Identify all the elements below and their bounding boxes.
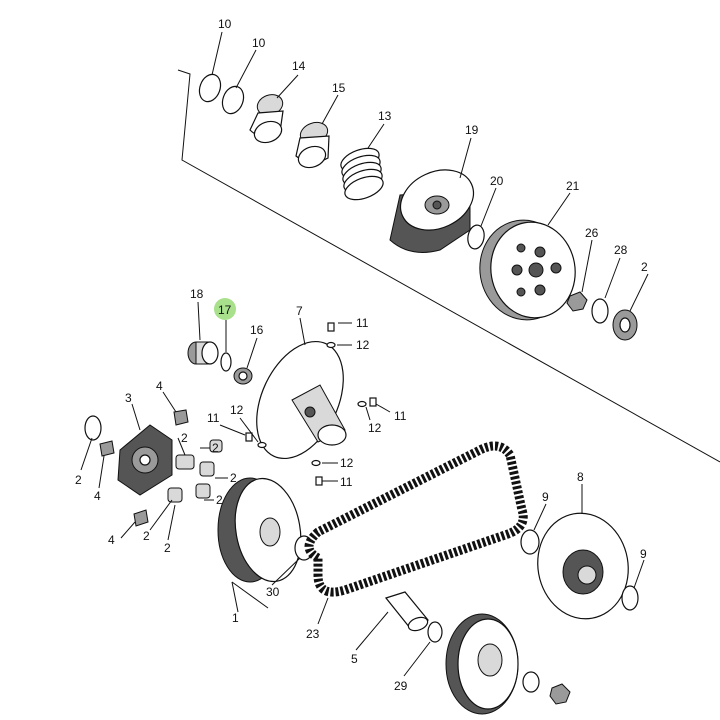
callout-10-lower: 10 <box>252 36 266 50</box>
part-10-o-ring-outer <box>198 73 222 103</box>
callout-10-upper: 10 <box>218 17 232 31</box>
part-16-oil-seal <box>233 367 253 385</box>
callout-21: 21 <box>566 179 580 193</box>
part-3-cam <box>117 424 173 496</box>
callout-4-bottom: 4 <box>108 533 115 547</box>
part-8-secondary-fixed-sheave <box>537 512 629 620</box>
bolt-lower-right <box>549 683 571 705</box>
part-29-fan-sheave <box>445 613 519 715</box>
callout-17: 17 <box>218 303 232 317</box>
part-28-washer <box>591 298 609 324</box>
callout-5: 5 <box>351 652 358 666</box>
callout-2-a: 2 <box>181 431 188 445</box>
part-2-roller-b <box>199 461 215 477</box>
part-9-washer-left <box>520 529 540 555</box>
callout-29: 29 <box>394 679 408 693</box>
assembly-boundary-line <box>177 69 720 463</box>
part-19-clutch-carrier <box>389 169 475 253</box>
part-4-slider-bottom <box>133 509 149 527</box>
callout-26: 26 <box>585 226 599 240</box>
leader-lines <box>80 31 649 677</box>
part-4-slider-top <box>173 409 189 426</box>
part-4-slider-mid <box>99 440 115 457</box>
callout-27-partial: 2 <box>641 260 648 274</box>
callout-16: 16 <box>250 323 264 337</box>
pin-and-seal-set <box>245 322 377 486</box>
part-7-secondary-sheave <box>256 340 347 460</box>
callout-12-right: 12 <box>368 421 382 435</box>
callout-9-left: 9 <box>542 490 549 504</box>
callout-15: 15 <box>332 81 346 95</box>
callout-1: 1 <box>232 611 239 625</box>
callout-18: 18 <box>190 287 204 301</box>
part-1-primary-sliding-sheave <box>217 477 302 583</box>
part-2-roller-c <box>195 483 211 499</box>
callout-12-bottom: 12 <box>340 456 354 470</box>
callout-2-c: 2 <box>230 471 237 485</box>
callout-12-left: 12 <box>230 403 244 417</box>
part-20-washer <box>467 224 485 250</box>
callout-30: 30 <box>266 585 280 599</box>
callout-28: 28 <box>614 243 628 257</box>
part-15-bushing <box>295 121 330 169</box>
part-17-circlip <box>220 352 232 372</box>
part-10-o-ring-inner <box>221 85 245 115</box>
callout-8: 8 <box>577 470 584 484</box>
part-9-washer-right <box>621 585 639 611</box>
part-27-bearing <box>612 309 638 341</box>
part-2-roller-d <box>167 487 183 503</box>
callout-labels: 10 10 14 15 13 19 20 21 26 28 2 18 17 16… <box>75 17 648 693</box>
callout-11-bottom: 11 <box>340 475 353 489</box>
callout-14: 14 <box>292 59 306 73</box>
callout-12-top: 12 <box>356 338 370 352</box>
part-13-clutch-spring <box>340 147 384 201</box>
callout-11-top: 11 <box>356 316 369 330</box>
callout-23: 23 <box>306 627 320 641</box>
callout-2-left: 2 <box>75 473 82 487</box>
part-14-collar <box>249 94 284 144</box>
callout-2-b: 2 <box>212 441 219 455</box>
part-5-collar <box>384 591 429 632</box>
callout-19: 19 <box>465 123 479 137</box>
callout-11-right: 11 <box>394 409 407 423</box>
callout-2-d: 2 <box>216 493 223 507</box>
callout-4-mid: 4 <box>94 489 101 503</box>
callout-2-f: 2 <box>164 541 171 555</box>
callout-11-left: 11 <box>207 411 220 425</box>
callout-13: 13 <box>378 109 392 123</box>
callout-20: 20 <box>490 174 504 188</box>
part-21-clutch-housing <box>479 219 576 321</box>
part-2-roller-a <box>175 454 195 470</box>
part-29-washer <box>427 621 443 643</box>
washer-lower-right <box>522 671 540 693</box>
callout-3: 3 <box>125 391 132 405</box>
part-23-v-belt <box>304 441 528 597</box>
part-2-roller-e <box>209 439 223 453</box>
callout-9-right: 9 <box>640 547 647 561</box>
callout-7: 7 <box>296 304 303 318</box>
callout-2-e: 2 <box>143 529 150 543</box>
part-26-nut <box>566 291 588 312</box>
callout-4-top: 4 <box>156 379 163 393</box>
callout-17-highlight <box>214 298 236 320</box>
part-18-needle-bearing <box>187 341 219 365</box>
part-2-washer-left <box>84 415 102 441</box>
